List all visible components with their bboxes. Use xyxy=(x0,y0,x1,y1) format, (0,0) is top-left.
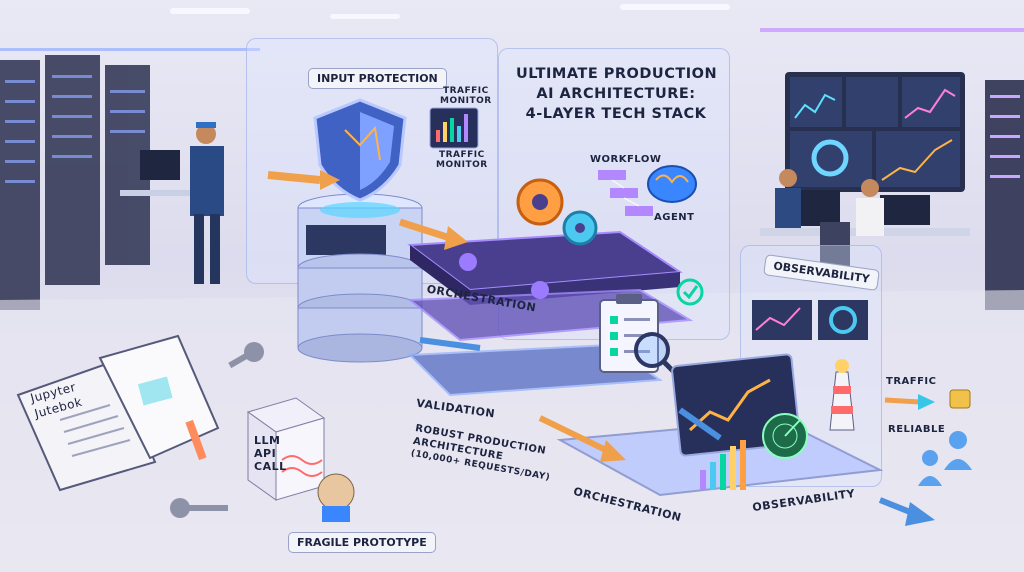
traffic-monitor-line2: MONITOR xyxy=(440,96,492,106)
reliable-label: RELIABLE xyxy=(888,424,946,435)
title-line3: 4-LAYER TECH STACK xyxy=(525,106,707,122)
page-title: ULTIMATE PRODUCTION AI ARCHITECTURE: 4-L… xyxy=(516,64,718,124)
llm-line2: API xyxy=(254,447,277,460)
fragile-prototype-label: FRAGILE PROTOTYPE xyxy=(288,532,436,553)
traffic-monitor-b-line1: TRAFFIC xyxy=(438,150,485,160)
key-icon xyxy=(170,342,264,518)
brain-icon xyxy=(647,165,697,203)
title-line1: ULTIMATE PRODUCTION xyxy=(516,66,718,82)
server-stack xyxy=(297,193,423,363)
llm-cube xyxy=(246,397,355,522)
traffic-monitor-b-line2: MONITOR xyxy=(436,160,488,170)
workflow-label: WORKFLOW xyxy=(590,154,662,165)
radar-icon xyxy=(762,413,808,459)
traffic-monitor-label-bottom: TRAFFIC MONITOR xyxy=(436,150,488,170)
flow-arrows xyxy=(267,170,935,526)
title-line2: AI ARCHITECTURE: xyxy=(536,86,696,102)
person-icon xyxy=(918,431,972,486)
gear-icon xyxy=(459,178,598,299)
lighthouse-icon xyxy=(829,359,855,431)
traffic-monitor-line1: TRAFFIC xyxy=(442,86,489,96)
llm-line3: CALL xyxy=(254,460,287,473)
workflow-diagram xyxy=(598,170,653,216)
llm-api-call-label: LLM API CALL xyxy=(254,434,287,473)
traffic-box-icon xyxy=(949,389,971,409)
llm-line1: LLM xyxy=(254,434,281,447)
check-icon xyxy=(676,278,704,306)
traffic-monitor-chart xyxy=(429,107,479,149)
input-protection-label: INPUT PROTECTION xyxy=(308,68,447,89)
traffic-label: TRAFFIC xyxy=(886,376,937,387)
agent-label: AGENT xyxy=(654,212,695,223)
traffic-monitor-label-top: TRAFFIC MONITOR xyxy=(440,86,492,106)
shield-icon xyxy=(313,98,407,202)
notebook xyxy=(16,334,220,492)
